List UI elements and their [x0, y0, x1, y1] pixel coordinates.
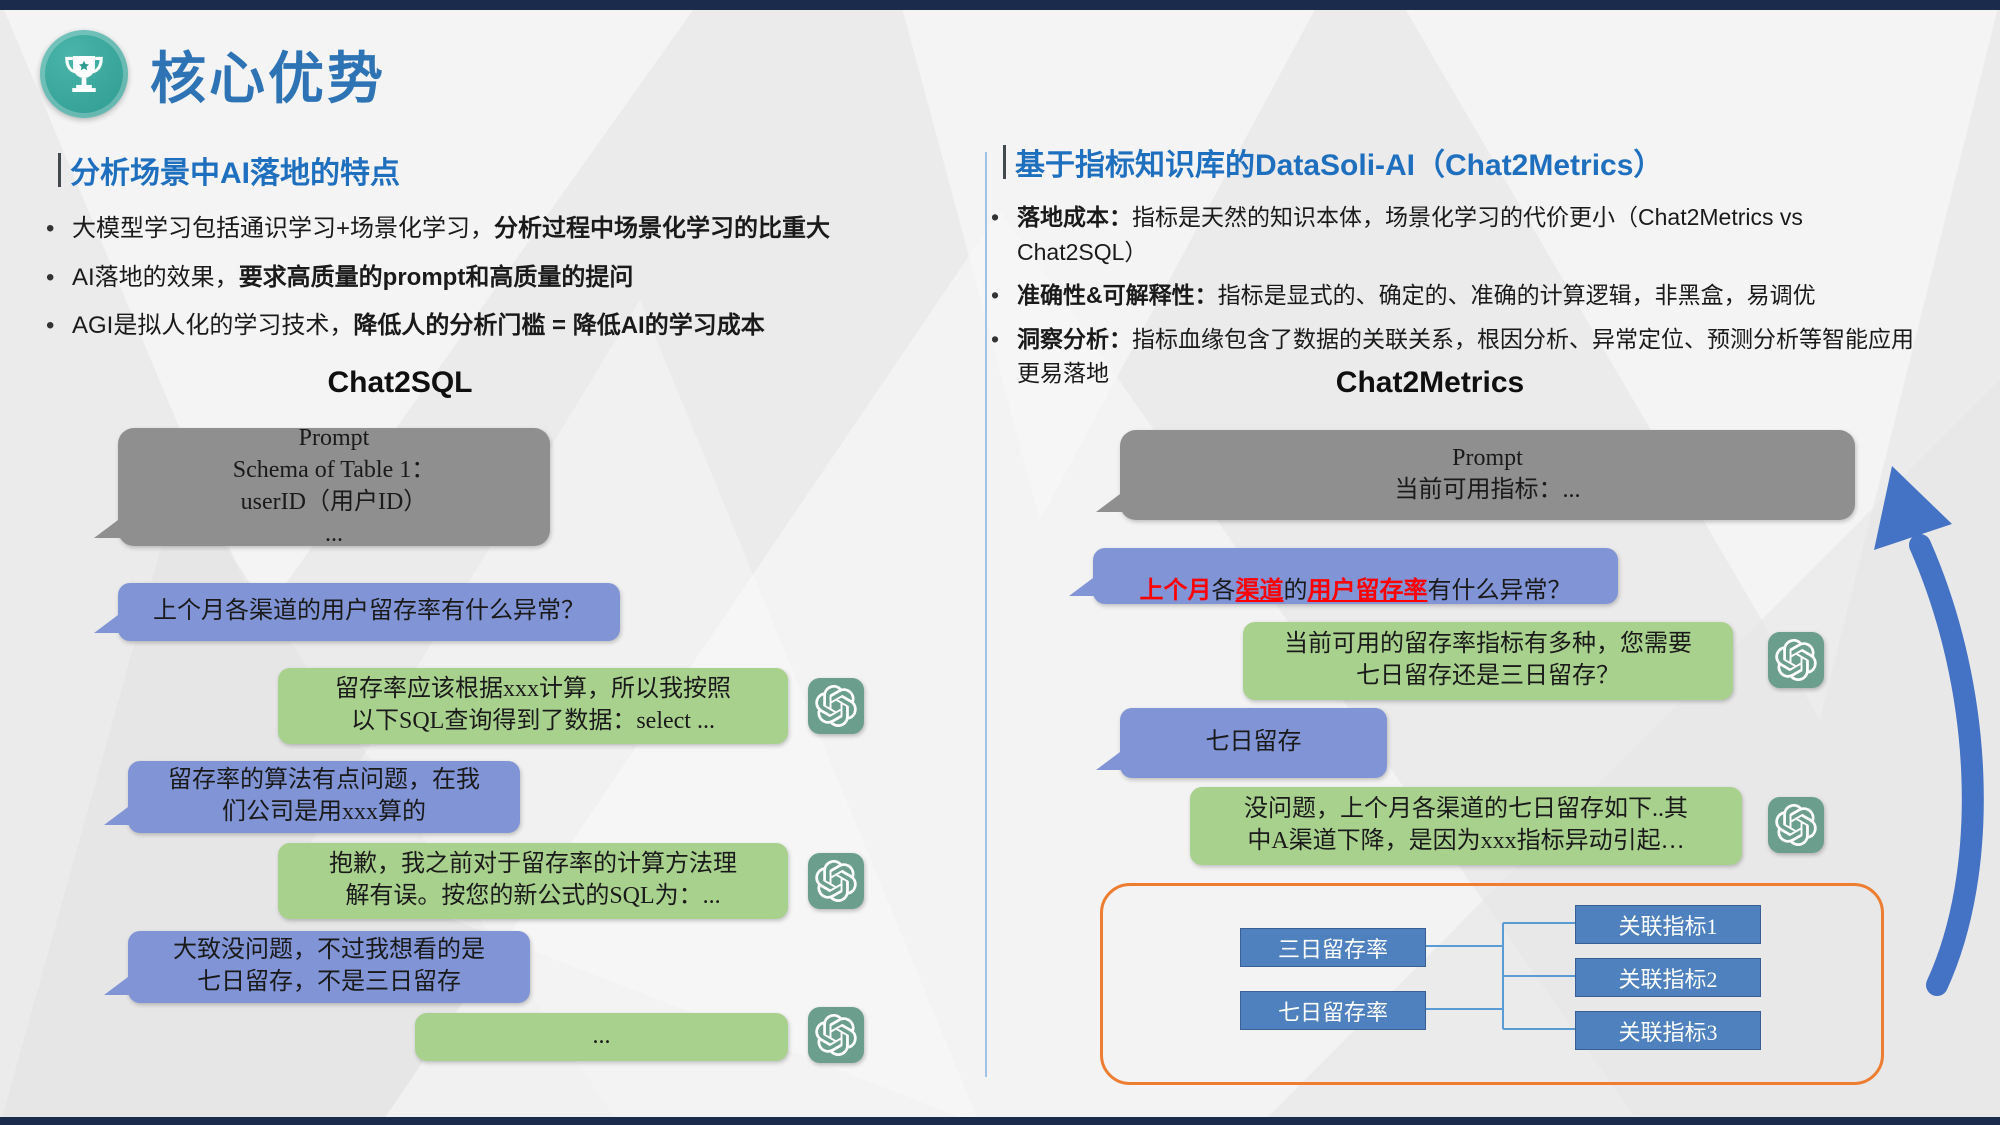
bullet-text: 指标血缘包含了数据的关联关系，根因分析、异常定位、预测分析等智能应用更易落地: [1017, 325, 1914, 387]
left-section-title: 分析场景中AI落地的特点: [70, 157, 400, 190]
plain-text: 各: [1211, 578, 1236, 604]
chat-bubble-assistant: 没问题，上个月各渠道的七日留存如下..其 中A渠道下降，是因为xxx指标异动引起…: [1190, 787, 1742, 865]
chat-bubble-assistant: ...: [415, 1013, 788, 1061]
bullet-text: 指标是显式的、确定的、准确的计算逻辑，非黑盒，易调优: [1217, 282, 1816, 308]
chat-bubble-prompt: Prompt 当前可用指标：...: [1120, 430, 1855, 520]
highlight-text: 用户留存率: [1307, 578, 1428, 604]
openai-logo-icon: [1775, 639, 1817, 681]
metric-node: 七日留存率: [1240, 991, 1426, 1030]
chatgpt-icon: [1768, 632, 1824, 688]
column-divider: [985, 152, 987, 1077]
chatgpt-icon: [808, 1007, 864, 1063]
bullet-item: AI落地的效果，要求高质量的prompt和高质量的提问: [38, 261, 918, 295]
trophy-glyph: [65, 56, 103, 92]
bullet-label: 准确性&可解释性：: [1017, 282, 1218, 308]
plain-text: 有什么异常？: [1427, 578, 1572, 604]
left-bullet-list: 大模型学习包括通识学习+场景化学习，分析过程中场景化学习的比重大 AI落地的效果…: [38, 212, 918, 358]
bullet-label: 洞察分析：: [1017, 325, 1132, 352]
highlight-text: 上个月: [1139, 578, 1212, 604]
bullet-text: 指标是天然的知识本体，场景化学习的代价更小（Chat2Metrics vs Ch…: [1017, 204, 1803, 265]
chatgpt-icon: [808, 678, 864, 734]
bullet-text-bold: 分析过程中场景化学习的比重大: [494, 215, 831, 242]
bullet-item: 落地成本：指标是天然的知识本体，场景化学习的代价更小（Chat2Metrics …: [983, 200, 1928, 269]
right-bullet-list: 落地成本：指标是天然的知识本体，场景化学习的代价更小（Chat2Metrics …: [983, 200, 1928, 400]
header-accent-bar: [1003, 145, 1006, 179]
bullet-text: 大模型学习包括通识学习+场景化学习，: [72, 215, 495, 242]
top-border-bar: [0, 0, 2000, 10]
metric-node: 三日留存率: [1240, 928, 1426, 967]
highlight-text: 渠道: [1235, 578, 1284, 604]
chatgpt-icon: [808, 853, 864, 909]
openai-logo-icon: [815, 685, 857, 727]
openai-logo-icon: [1775, 804, 1817, 846]
chat2metrics-title: Chat2Metrics: [1335, 366, 1525, 399]
left-section-header: 分析场景中AI落地的特点: [58, 148, 400, 192]
trophy-icon: [40, 30, 128, 118]
chat-bubble-assistant: 抱歉，我之前对于留存率的计算方法理 解有误。按您的新公式的SQL为：...: [278, 843, 788, 919]
plain-text: 的: [1283, 578, 1308, 604]
chat-bubble-user: 大致没问题，不过我想看的是 七日留存，不是三日留存: [128, 931, 530, 1003]
right-section-header: 基于指标知识库的DataSoli-AI（Chat2Metrics）: [1003, 140, 1663, 184]
openai-logo-icon: [815, 860, 857, 902]
related-metric-node: 关联指标3: [1575, 1011, 1761, 1050]
bottom-border-bar: [0, 1117, 2000, 1125]
bullet-item: 准确性&可解释性：指标是显式的、确定的、准确的计算逻辑，非黑盒，易调优: [983, 278, 1928, 313]
chatgpt-icon: [1768, 797, 1824, 853]
chat-bubble-prompt: Prompt Schema of Table 1： userID（用户ID） .…: [118, 425, 550, 547]
metric-lineage-diagram: 三日留存率 七日留存率 关联指标1 关联指标2 关联指标3: [1100, 883, 1884, 1085]
chat-bubble-user: 留存率的算法有点问题，在我 们公司是用xxx算的: [128, 761, 520, 833]
bullet-text: AI落地的效果，: [72, 263, 239, 291]
related-metric-node: 关联指标1: [1575, 905, 1761, 944]
bullet-item: 洞察分析：指标血缘包含了数据的关联关系，根因分析、异常定位、预测分析等智能应用更…: [983, 322, 1928, 391]
chat2sql-title: Chat2SQL: [327, 366, 473, 399]
bullet-item: 大模型学习包括通识学习+场景化学习，分析过程中场景化学习的比重大: [38, 212, 918, 246]
openai-logo-icon: [815, 1014, 857, 1056]
header-accent-bar: [58, 153, 61, 187]
bullet-text-bold: 要求高质量的prompt和高质量的提问: [238, 263, 634, 291]
related-metric-node: 关联指标2: [1575, 958, 1761, 997]
chat-bubble-user: 七日留存: [1120, 708, 1387, 778]
diagram-connectors: [1424, 922, 1575, 1030]
bullet-text: AGI是拟人化的学习技术，: [72, 312, 354, 340]
chat-bubble-assistant: 当前可用的留存率指标有多种，您需要 七日留存还是三日留存？: [1243, 622, 1733, 700]
bullet-text-bold: 降低人的分析门槛 = 降低AI的学习成本: [353, 312, 765, 340]
user-question: 上个月各渠道的用户留存率有什么异常？: [1140, 544, 1572, 608]
bullet-item: AGI是拟人化的学习技术，降低人的分析门槛 = 降低AI的学习成本: [38, 309, 918, 343]
bullet-label: 落地成本：: [1017, 204, 1132, 230]
chat-bubble-user-highlighted: 上个月各渠道的用户留存率有什么异常？: [1093, 548, 1618, 604]
chat-bubble-assistant: 留存率应该根据xxx计算，所以我按照 以下SQL查询得到了数据：select .…: [278, 668, 788, 744]
page-title: 核心优势: [150, 46, 386, 110]
loop-arrow: [1874, 466, 1984, 996]
right-section-title: 基于指标知识库的DataSoli-AI（Chat2Metrics）: [1015, 149, 1664, 182]
chat-bubble-user: 上个月各渠道的用户留存率有什么异常？: [118, 583, 620, 641]
slide-header: 核心优势: [40, 30, 386, 118]
